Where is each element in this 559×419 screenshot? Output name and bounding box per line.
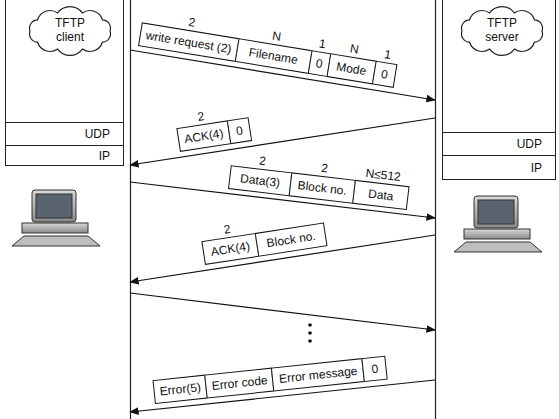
computer-icon [454, 196, 542, 252]
protocol-layer: IP [442, 155, 556, 180]
message-arrow [130, 50, 435, 412]
packet-format: 2write request (2)NFilename10NMode10 [138, 23, 397, 89]
packet-field: 2ACK(4) [176, 121, 231, 153]
cloud-outline [30, 7, 111, 56]
field-label: 0 [380, 67, 389, 82]
packet-field: 10 [372, 61, 398, 88]
field-label: 0 [315, 56, 324, 71]
application-name: TFTP client [45, 17, 95, 45]
field-label: Error message [278, 364, 358, 386]
field-size: 2 [190, 217, 264, 242]
packet-field: Block no. [255, 223, 328, 257]
packet-field: 0 [227, 117, 252, 144]
packet-field: Error code [205, 368, 275, 399]
layer-name: IP [531, 161, 542, 175]
packet-format: 2ACK(4) Block no. [201, 223, 327, 266]
packet-field: Error message [271, 358, 365, 391]
field-label: Block no. [266, 229, 317, 250]
packet-field: 0 [362, 356, 388, 382]
field-size: N [321, 37, 387, 61]
field-size: 2 [283, 156, 367, 180]
computer-icon [12, 190, 100, 246]
field-size: N≤512 [346, 163, 420, 185]
packet-format: 2ACK(4) 0 [176, 117, 252, 152]
packet-format: 2Data(3)2Block no.N≤512Data [228, 165, 410, 210]
packet-field: 2Block no. [289, 172, 356, 203]
field-label: Block no. [297, 178, 348, 198]
application-cloud: TFTP client [24, 6, 116, 56]
field-label: Data [367, 186, 394, 203]
protocol-layer: UDP [5, 122, 124, 145]
field-label: Mode [335, 60, 367, 79]
field-label: write request (2) [145, 29, 233, 57]
field-label: ACK(4) [210, 239, 251, 259]
field-label: Data(3) [239, 171, 280, 190]
field-label: 0 [235, 124, 244, 139]
protocol-stack-outline [6, 0, 556, 180]
field-size: N [230, 22, 324, 51]
continuation-dots [308, 323, 312, 343]
field-label: Error(5) [159, 381, 202, 399]
protocol-layer: IP [5, 145, 124, 166]
packet-format: Error(5) Error code Error message 0 [152, 356, 388, 404]
application-name: TFTP server [477, 17, 527, 45]
packet-field: 2ACK(4) [201, 233, 259, 265]
field-label: ACK(4) [183, 127, 224, 147]
packet-field: Error(5) [152, 375, 208, 404]
protocol-layer: UDP [442, 132, 556, 155]
field-size: 2 [165, 104, 236, 128]
field-label: Filename [248, 45, 299, 67]
packet-field: NFilename [234, 38, 312, 74]
layer-name: UDP [517, 137, 542, 151]
application-cloud: TFTP server [456, 6, 548, 56]
field-label: Error code [211, 374, 268, 394]
packet-field: 2Data(3) [228, 165, 292, 196]
layer-name: UDP [85, 127, 110, 141]
packet-field: N≤512Data [352, 179, 409, 209]
layer-name: IP [99, 149, 110, 163]
packet-field: 2write request (2) [138, 23, 239, 63]
field-label: 0 [371, 362, 379, 377]
packet-field: NMode [326, 53, 376, 84]
cloud-outline [462, 7, 543, 56]
timeline [131, 0, 436, 419]
field-size: 2 [222, 149, 303, 172]
